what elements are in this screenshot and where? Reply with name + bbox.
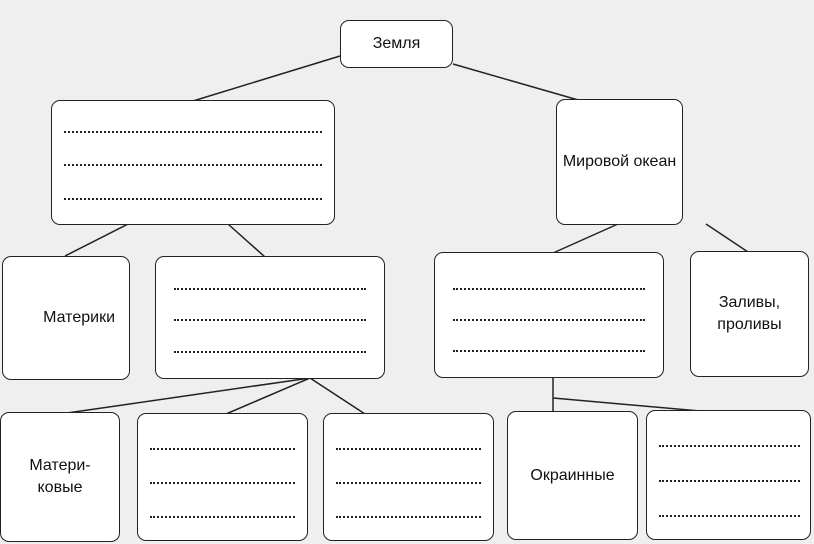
connector-islands-inland [59, 377, 311, 415]
blank-line [659, 514, 800, 517]
node-ocean: Мировой океан [556, 99, 683, 225]
blank-line [64, 164, 322, 167]
blank-line [659, 479, 800, 482]
node-inland-label: Матери- ковые [29, 457, 91, 496]
node-marginal: Окраинные [507, 411, 638, 540]
node-inland: Матери- ковые [0, 412, 120, 542]
node-gulfs: Заливы, проливы [690, 251, 809, 377]
node-ocean-label: Мировой океан [562, 153, 677, 171]
blank-line [150, 448, 295, 450]
blank-lines [336, 432, 481, 534]
node-seas-blank [434, 252, 664, 378]
blank-line [336, 482, 481, 484]
node-other-seas-blank [646, 410, 811, 540]
connector-islands-a [225, 377, 311, 415]
blank-line [453, 318, 645, 321]
node-continents: Материки [2, 256, 130, 380]
blank-line [453, 350, 645, 353]
node-straits-blank [323, 413, 494, 541]
node-land-blank [51, 100, 335, 225]
blank-line [453, 287, 645, 290]
connector-ocean-gulfs [705, 223, 749, 253]
blank-lines [64, 115, 322, 216]
connector-earth-land [192, 55, 341, 102]
blank-lines [174, 273, 366, 368]
node-islands-blank [155, 256, 385, 379]
blank-lines [150, 432, 295, 534]
node-marginal-label: Окраинные [530, 466, 615, 484]
blank-line [150, 482, 295, 484]
blank-line [336, 516, 481, 518]
connector-land-islands [227, 223, 266, 258]
blank-line [174, 351, 366, 354]
blank-line [150, 516, 295, 518]
connector-land-continents [64, 223, 129, 257]
connector-seas-unnamed [552, 397, 701, 412]
connector-islands-b [309, 377, 366, 415]
blank-line [174, 319, 366, 322]
blank-line [336, 448, 481, 450]
node-earth: Земля [340, 20, 453, 68]
blank-lines [453, 273, 645, 367]
blank-line [64, 198, 322, 201]
connector-ocean-seas [552, 223, 619, 254]
blank-line [659, 445, 800, 448]
node-earth-label: Земля [372, 35, 421, 53]
blank-line [64, 130, 322, 133]
node-bays-blank [137, 413, 308, 541]
node-continents-label: Материки [43, 309, 115, 327]
blank-line [174, 287, 366, 290]
node-gulfs-label: Заливы, проливы [717, 294, 782, 333]
blank-lines [659, 429, 800, 533]
